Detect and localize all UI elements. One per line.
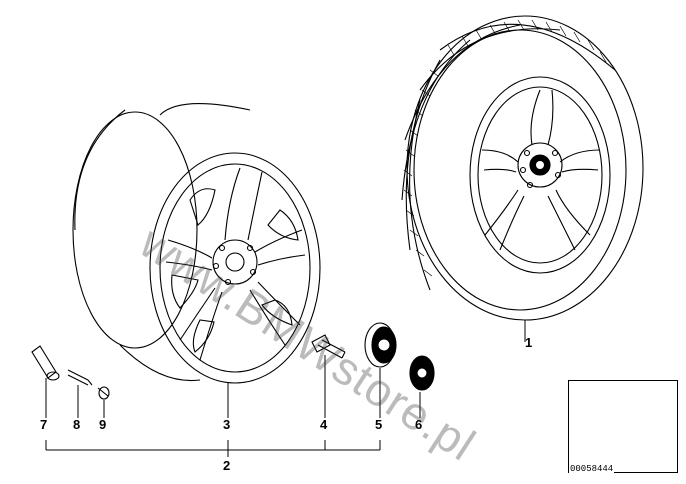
callout-4: 4 xyxy=(320,417,328,432)
callout-5: 5 xyxy=(375,417,383,432)
callout-3: 3 xyxy=(223,417,231,432)
valve-cap xyxy=(97,386,110,400)
car-position-thumbnail xyxy=(568,380,678,473)
valve-insert xyxy=(67,369,93,386)
emblem xyxy=(409,355,435,391)
callout-9: 9 xyxy=(99,417,107,432)
leader-lines xyxy=(45,320,526,457)
hub-cap xyxy=(364,322,397,368)
wheel-bolt xyxy=(311,334,346,359)
alloy-rim xyxy=(72,103,321,384)
callout-2: 2 xyxy=(223,458,231,473)
callout-1: 1 xyxy=(525,335,533,350)
callout-8: 8 xyxy=(73,417,81,432)
callout-6: 6 xyxy=(415,417,423,432)
callout-7: 7 xyxy=(40,417,48,432)
diagram-id: 00058444 xyxy=(569,464,615,474)
complete-wheel-tire xyxy=(401,15,644,321)
valve xyxy=(31,345,60,381)
